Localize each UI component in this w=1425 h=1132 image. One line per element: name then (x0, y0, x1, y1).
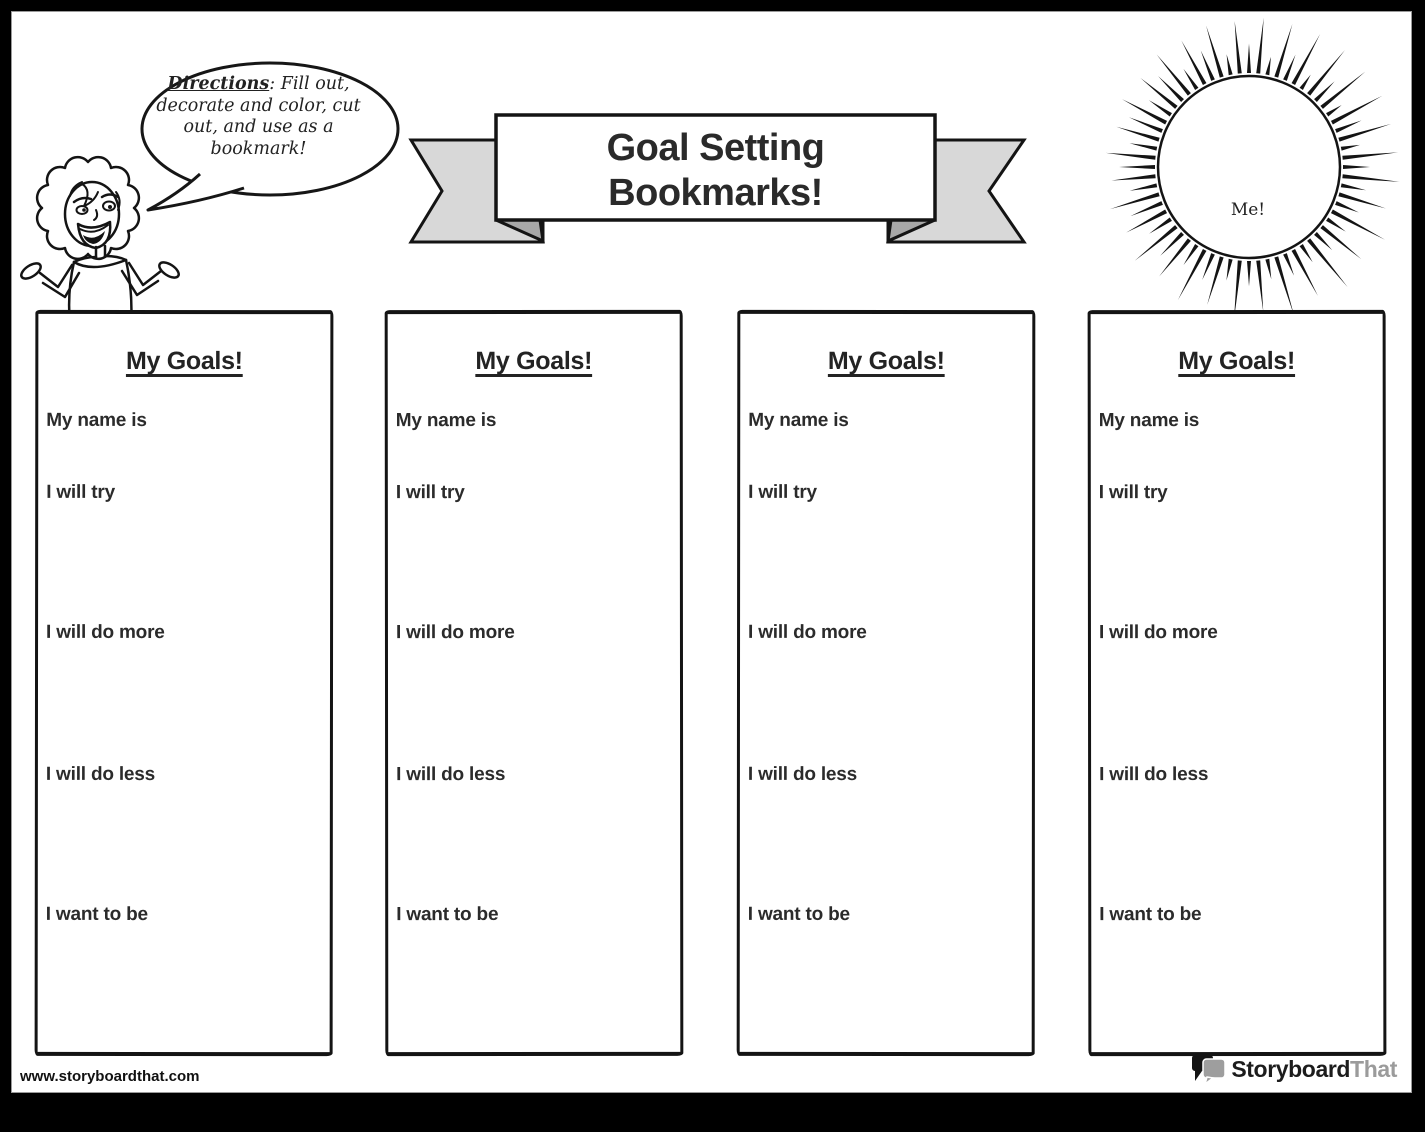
speech-bubble (140, 61, 400, 212)
prompt-i-want-to-be: I want to be (747, 903, 850, 925)
prompt-i-will-try: I will try (395, 482, 465, 504)
prompt-my-name-is: My name is (46, 409, 147, 431)
prompt-i-want-to-be: I want to be (1099, 904, 1202, 926)
page-title-line2: Bookmarks! (608, 171, 823, 214)
prompt-i-will-do-less: I will do less (1099, 764, 1209, 786)
prompt-i-will-try: I will try (1098, 482, 1168, 504)
sunburst-icon (1105, 17, 1400, 321)
logo-storyboard: Storyboard (1231, 1056, 1351, 1082)
bookmark-header: My Goals! (1178, 346, 1296, 376)
prompt-my-name-is: My name is (395, 410, 497, 432)
prompt-i-will-try: I will try (748, 481, 817, 503)
prompt-i-will-do-less: I will do less (747, 763, 858, 785)
prompt-i-will-do-more: I will do more (1098, 622, 1218, 644)
directions-label: Directions (167, 74, 270, 94)
prompt-my-name-is: My name is (748, 409, 849, 431)
bookmark-card-1: My Goals! My name is I will try I will d… (34, 309, 334, 1057)
speech-bubble-body (140, 61, 400, 197)
speech-bubbles-icon (1192, 1055, 1227, 1085)
page-title: Goal Setting Bookmarks! (496, 118, 935, 223)
title-banner-ribbon (408, 113, 1027, 244)
prompt-i-want-to-be: I want to be (396, 904, 499, 926)
worksheet-page: Directions: Fill out, decorate and color… (12, 12, 1411, 1092)
bookmark-card-3: My Goals! My name is I will try I will d… (736, 309, 1036, 1057)
bookmark-header: My Goals! (475, 346, 593, 376)
website-url: www.storyboardthat.com (20, 1068, 200, 1085)
prompt-i-will-do-more: I will do more (46, 621, 165, 643)
page-title-line1: Goal Setting (606, 127, 825, 170)
ribbon-center-panel (494, 113, 937, 222)
prompt-i-want-to-be: I want to be (45, 903, 148, 925)
speech-bubble-tail (146, 172, 245, 212)
directions-text: Directions: Fill out, decorate and color… (151, 74, 366, 161)
bookmark-card-2: My Goals! My name is I will try I will d… (384, 309, 684, 1057)
sun-me-label: Me! (1230, 200, 1266, 220)
storyboardthat-logo: StoryboardThat (1191, 1054, 1397, 1085)
prompt-i-will-do-more: I will do more (748, 621, 867, 643)
sunburst-circle (1156, 74, 1342, 260)
directions-body: : Fill out, decorate and color, cut out,… (156, 74, 361, 160)
cheering-student-character (20, 155, 180, 324)
prompt-i-will-do-less: I will do less (45, 763, 156, 785)
logo-that: That (1350, 1056, 1397, 1082)
bookmark-header: My Goals! (827, 346, 945, 376)
prompt-i-will-do-less: I will do less (396, 764, 506, 786)
logo-wordmark: StoryboardThat (1231, 1056, 1397, 1083)
sunburst-rays (1105, 17, 1400, 321)
bookmark-card-4: My Goals! My name is I will try I will d… (1087, 309, 1387, 1057)
prompt-i-will-do-more: I will do more (395, 622, 515, 644)
prompt-my-name-is: My name is (1098, 410, 1200, 432)
prompt-i-will-try: I will try (46, 481, 115, 503)
bookmark-header: My Goals! (125, 346, 243, 376)
